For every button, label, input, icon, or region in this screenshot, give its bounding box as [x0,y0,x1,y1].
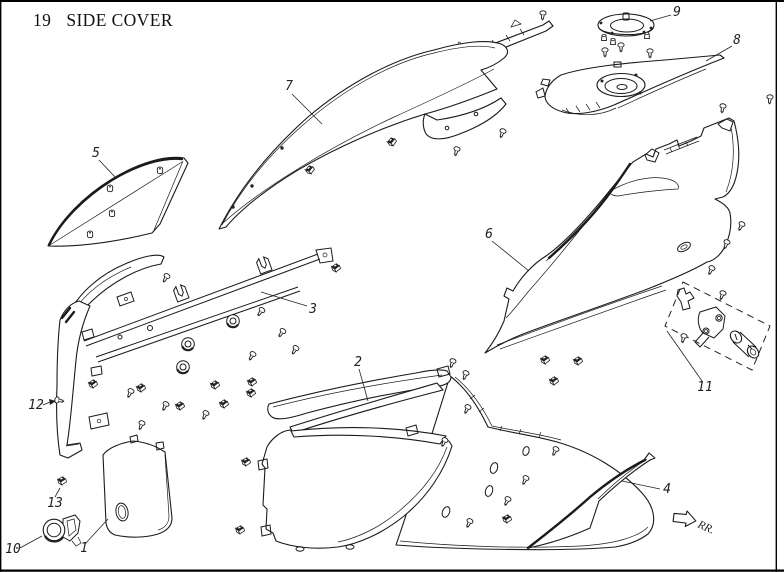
clip-icon [240,456,252,467]
rear-direction-arrow-icon [672,510,697,528]
leader-9 [649,14,672,22]
screw-icon [765,94,774,106]
part-6-right-side-panel [484,117,740,354]
clip-icon [548,375,560,387]
screw-icon [124,387,136,400]
screw-icon [451,145,462,158]
screw-icon [678,332,689,345]
screw-icon [705,264,717,277]
leader-12 [42,401,51,406]
peg-icon [86,230,94,239]
screw-icon [135,419,147,432]
peg-icon [106,184,114,193]
callout-12: 12 [28,398,44,413]
leader-5 [98,159,117,179]
leader-4 [621,480,661,490]
part-1-access-cover [102,434,173,538]
rr-label: RR. [695,518,716,536]
clip-icon [209,379,221,391]
screw-icon [538,10,547,22]
leader-7 [291,93,323,125]
screw-icon [245,350,258,363]
clip-icon [330,262,342,274]
callout-9: 9 [673,5,681,20]
leader-lines [19,14,733,549]
section-title: SIDE COVER [66,10,173,30]
callout-11: 11 [697,380,713,395]
callout-13: 13 [47,496,63,511]
clip-icon [385,135,399,148]
screw-icon [254,305,267,319]
callout-2: 2 [354,355,362,370]
clip-icon [218,398,230,410]
leader-6 [491,240,530,272]
callout-labels: 1 2 3 4 5 6 7 8 9 10 11 12 13 [5,5,741,557]
callout-7: 7 [285,79,293,94]
screw-icon [735,220,747,233]
leader-3 [260,291,308,307]
part-11-lock-set [664,281,771,371]
grommet-icon [175,359,191,375]
clip-icon [56,475,68,486]
leader-8 [705,45,733,62]
screw-icon [646,48,654,60]
foot-icon [601,33,607,41]
dashed-box [664,281,771,371]
clip-icon [245,387,257,399]
screw-icon [459,369,471,382]
grommet-icon [180,336,196,352]
clip-icon [572,355,584,367]
screw-icon [288,344,301,357]
part-10-grommet-cap [42,514,82,547]
foot-icon [644,31,650,39]
grommet-icon [225,313,241,329]
screw-icon [617,42,625,54]
rear-direction-marker: RR. [672,510,716,537]
leader-1 [84,518,109,545]
part-8-top-plate [535,54,725,115]
callout-3: 3 [308,302,317,317]
part-3-inner-frame [56,247,334,459]
leader-12-arrowhead [49,399,56,405]
leader-11 [666,330,703,382]
callout-6: 6 [485,227,493,242]
part-4-trim-panel [526,452,656,550]
peg-icon [108,209,116,218]
screw-icon [601,47,609,59]
callout-5: 5 [92,146,100,161]
leader-10 [19,535,43,549]
peg-icon [156,166,164,175]
part-9-ring [597,12,655,45]
clip-icon [246,376,258,388]
callout-8: 8 [733,33,741,48]
leader-13 [54,487,61,498]
leader-2 [358,368,369,402]
part-7-upper-side-cover [218,19,554,230]
foot-icon [610,37,616,45]
clip-icon [87,378,99,390]
clip-icon [135,382,147,394]
screw-icon [199,409,211,422]
screw-icon [159,272,172,285]
screw-icon [159,400,171,413]
section-number: 19 [33,10,52,30]
clip-icon [539,354,551,366]
part-2-front-cover [257,365,453,552]
page-title: 19 SIDE COVER [33,10,173,31]
screw-icon [275,326,288,340]
callout-1: 1 [80,541,88,556]
screw-icon [718,102,727,115]
clip-icon [234,524,246,535]
callout-4: 4 [663,482,671,497]
screw-icon [496,127,508,140]
part-5-corner-panel [47,156,189,247]
clip-icon [174,400,186,412]
callout-10: 10 [5,542,21,557]
